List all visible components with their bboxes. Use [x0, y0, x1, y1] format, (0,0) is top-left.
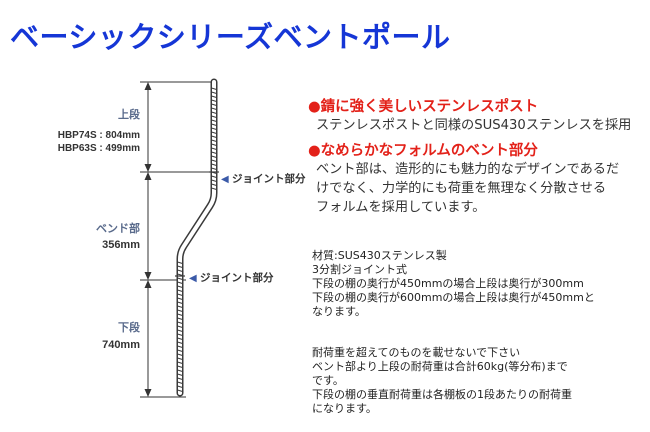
pole-groove — [177, 345, 183, 348]
pole-groove — [211, 163, 217, 166]
joint-label-lower: ジョイント部分 — [200, 271, 274, 284]
page-title: ベーシックシリーズベントポール — [10, 20, 451, 54]
pole-groove — [211, 103, 217, 106]
pole-groove — [211, 131, 217, 134]
lower-section-label: 下段 — [118, 320, 140, 334]
pole-groove — [177, 301, 183, 304]
spec-depth-600: 下段の棚の奥行が600mmの場合上段は奥行が450mmと — [312, 291, 595, 304]
pole-groove — [177, 265, 183, 268]
pole-groove — [177, 377, 183, 380]
pole-groove — [177, 317, 183, 320]
pole-groove — [177, 337, 183, 340]
pole-groove — [211, 155, 217, 158]
note-upper-load-end: です。 — [312, 374, 344, 387]
pole-groove — [177, 293, 183, 296]
pole-groove — [177, 385, 183, 388]
pole-groove — [177, 389, 183, 392]
pole-groove — [211, 119, 217, 122]
pole-groove — [211, 87, 217, 90]
pole-groove — [177, 273, 183, 276]
upper-section-label: 上段 — [118, 107, 140, 121]
pole-groove — [211, 127, 217, 130]
pole-groove — [211, 183, 217, 186]
pole-groove — [211, 111, 217, 114]
pole-groove — [177, 381, 183, 384]
pole-groove — [177, 285, 183, 288]
pole-groove — [177, 361, 183, 364]
pole-groove — [211, 139, 217, 142]
feature-text-bend-3: フォルムを採用しています。 — [316, 200, 486, 215]
joint-marker-lower: ◀ — [189, 273, 197, 284]
pole-groove — [177, 325, 183, 328]
note-lower-load-end: になります。 — [312, 402, 377, 415]
lower-section-length: 740mm — [102, 339, 140, 351]
spec-joint-type: 3分割ジョイント式 — [312, 263, 407, 276]
pole-groove — [211, 159, 217, 162]
spec-depth-450: 下段の棚の奥行が450mmの場合上段は奥行が300mm — [312, 277, 584, 290]
pole-groove — [177, 373, 183, 376]
upper-spec-74s: HBP74S : 804mm — [58, 130, 140, 141]
spec-depth-note-end: なります。 — [312, 305, 366, 318]
pole-groove — [211, 99, 217, 102]
pole-groove — [177, 357, 183, 360]
pole-groove — [211, 107, 217, 110]
pole-groove — [211, 135, 217, 138]
pole-groove — [177, 309, 183, 312]
pole-grooves-upper — [211, 87, 217, 190]
pole-groove — [211, 123, 217, 126]
feature-heading-stainless: ●錆に強く美しいステンレスポスト — [308, 99, 539, 115]
upper-spec-63s: HBP63S : 499mm — [58, 143, 140, 154]
feature-text-bend-1: ベント部は、造形的にも魅力的なデザインであるだ — [316, 162, 620, 177]
note-load-warning: 耐荷重を超えてのものを載せないで下さい — [312, 346, 521, 359]
dimension-arrows — [144, 82, 152, 397]
pole-grooves-lower — [177, 261, 183, 392]
feature-text-bend-2: けでなく、力学的にも荷重を無理なく分散させる — [316, 181, 607, 196]
pole-groove — [211, 115, 217, 118]
pole-outline — [176, 78, 218, 397]
pole-groove — [177, 341, 183, 344]
feature-text-stainless: ステンレスポストと同様のSUS430ステンレスを採用 — [316, 118, 632, 133]
pole-groove — [211, 175, 217, 178]
pole-body — [178, 80, 216, 395]
pole-groove — [211, 151, 217, 154]
pole-groove — [177, 277, 183, 280]
pole-groove — [211, 167, 217, 170]
feature-heading-bend: ●なめらかなフォルムのベント部分 — [308, 143, 538, 159]
pole-groove — [177, 369, 183, 372]
joint-marker-upper: ◀ — [221, 174, 229, 185]
pole-groove — [211, 143, 217, 146]
pole-groove — [177, 353, 183, 356]
pole-groove — [211, 91, 217, 94]
note-upper-load: ベント部より上段の耐荷重は合計60kg(等分布)まで — [312, 360, 568, 373]
spec-material: 材質:SUS430ステンレス製 — [312, 249, 447, 262]
pole-groove — [211, 95, 217, 98]
pole-groove — [177, 365, 183, 368]
pole-groove — [211, 147, 217, 150]
joint-label-upper: ジョイント部分 — [232, 172, 306, 185]
bend-section-label: ベンド部 — [96, 221, 140, 235]
pole-groove — [177, 305, 183, 308]
pole-groove — [177, 321, 183, 324]
dimension-lines — [140, 81, 216, 398]
note-lower-load: 下段の棚の垂直耐荷重は各棚板の1段あたりの耐荷重 — [312, 388, 572, 401]
pole-groove — [177, 333, 183, 336]
pole-groove — [177, 297, 183, 300]
pole-groove — [177, 261, 183, 264]
pole-groove — [177, 289, 183, 292]
bend-section-length: 356mm — [102, 239, 140, 251]
pole-groove — [177, 349, 183, 352]
bent-pole-diagram: 上段 HBP74S : 804mm HBP63S : 499mm ベンド部 35… — [58, 78, 306, 398]
pole-groove — [177, 281, 183, 284]
pole-groove — [177, 313, 183, 316]
pole-groove — [177, 329, 183, 332]
pole-groove — [211, 187, 217, 190]
pole-groove — [211, 179, 217, 182]
pole-groove — [177, 269, 183, 272]
